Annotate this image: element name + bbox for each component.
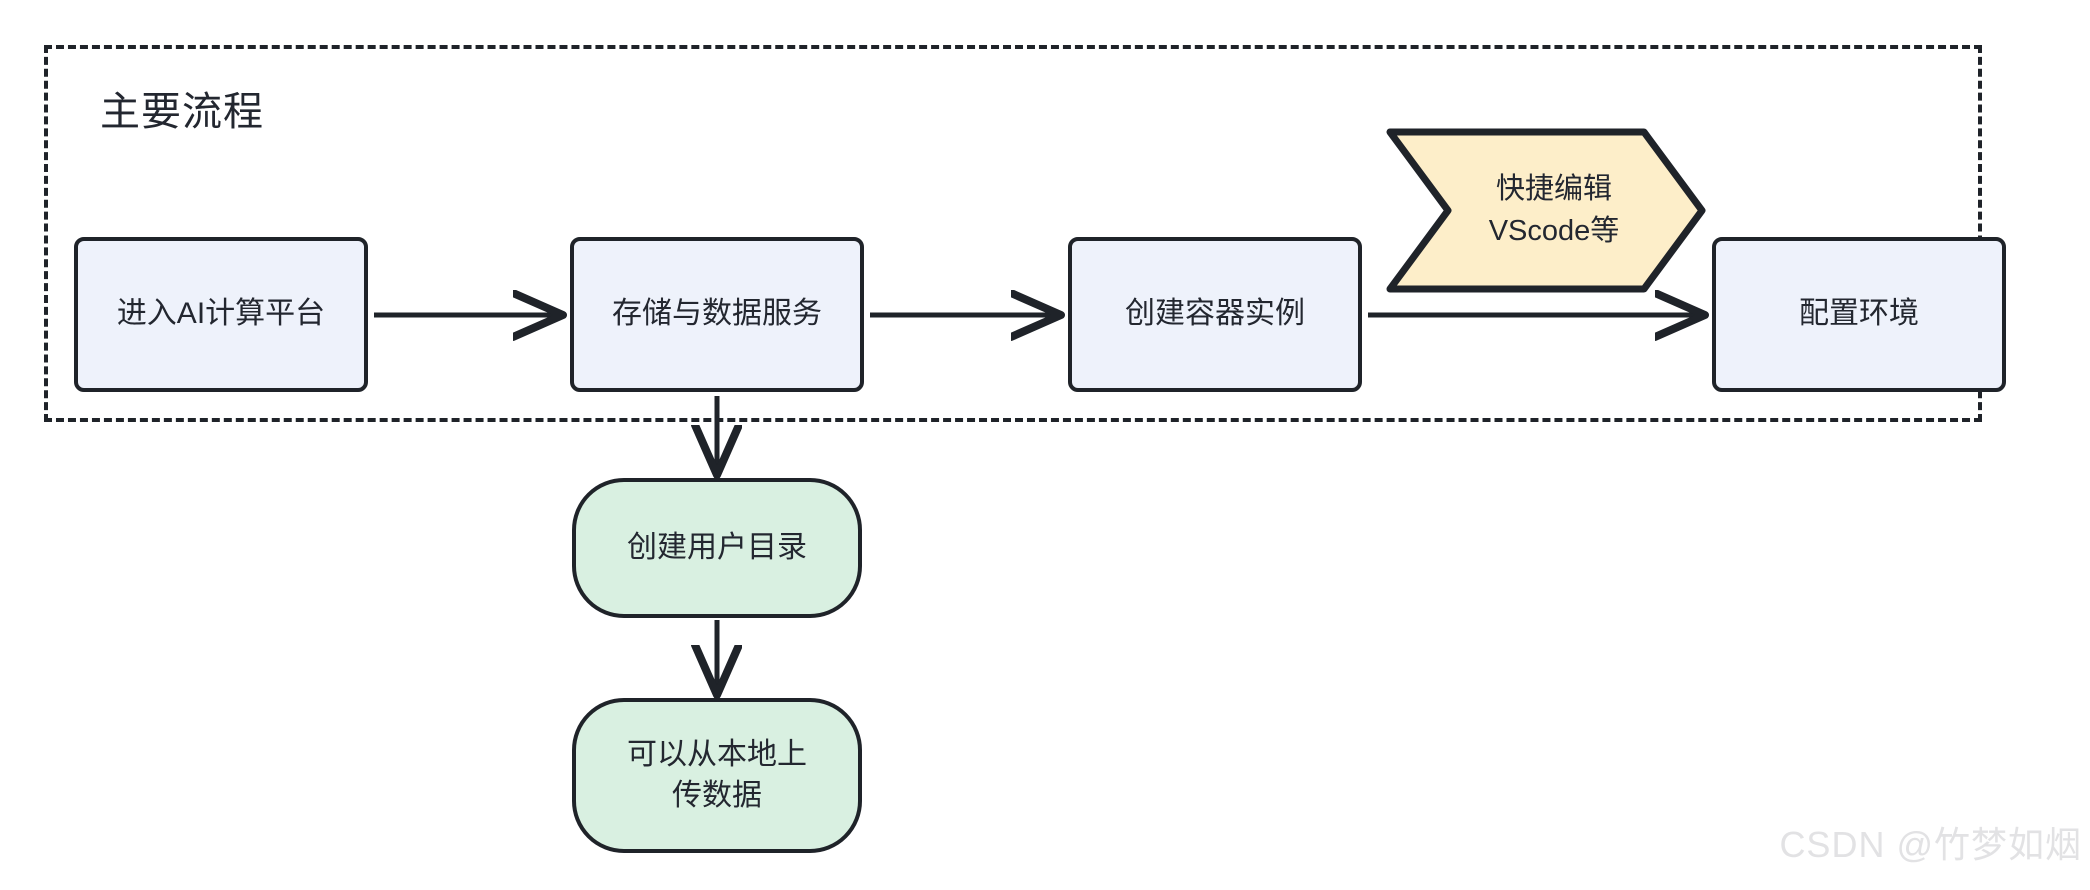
node-env[interactable]: 配置环境 [1712, 237, 2006, 392]
node-container-label: 创建容器实例 [1125, 297, 1305, 331]
node-upload-data[interactable]: 可以从本地上 传数据 [572, 698, 862, 853]
node-env-label: 配置环境 [1799, 297, 1919, 331]
chevron-icon [1386, 128, 1706, 293]
node-upload-data-label: 可以从本地上 传数据 [627, 735, 807, 816]
node-create-user-directory[interactable]: 创建用户目录 [572, 478, 862, 618]
node-create-user-directory-label: 创建用户目录 [627, 530, 807, 564]
node-storage[interactable]: 存储与数据服务 [570, 237, 864, 392]
watermark: CSDN @竹梦如烟 [1779, 824, 2082, 865]
subgraph-title: 主要流程 [100, 90, 264, 134]
banner-quick-edit[interactable]: 快捷编辑 VScode等 [1386, 128, 1706, 293]
node-upload-data-line1: 可以从本地上 [627, 738, 807, 771]
node-storage-label: 存储与数据服务 [612, 297, 822, 331]
node-upload-data-line2: 传数据 [672, 778, 762, 812]
node-container[interactable]: 创建容器实例 [1068, 237, 1362, 392]
node-platform-label: 进入AI计算平台 [116, 297, 326, 331]
node-platform[interactable]: 进入AI计算平台 [74, 237, 368, 392]
subgraph-main-process [44, 45, 1982, 422]
